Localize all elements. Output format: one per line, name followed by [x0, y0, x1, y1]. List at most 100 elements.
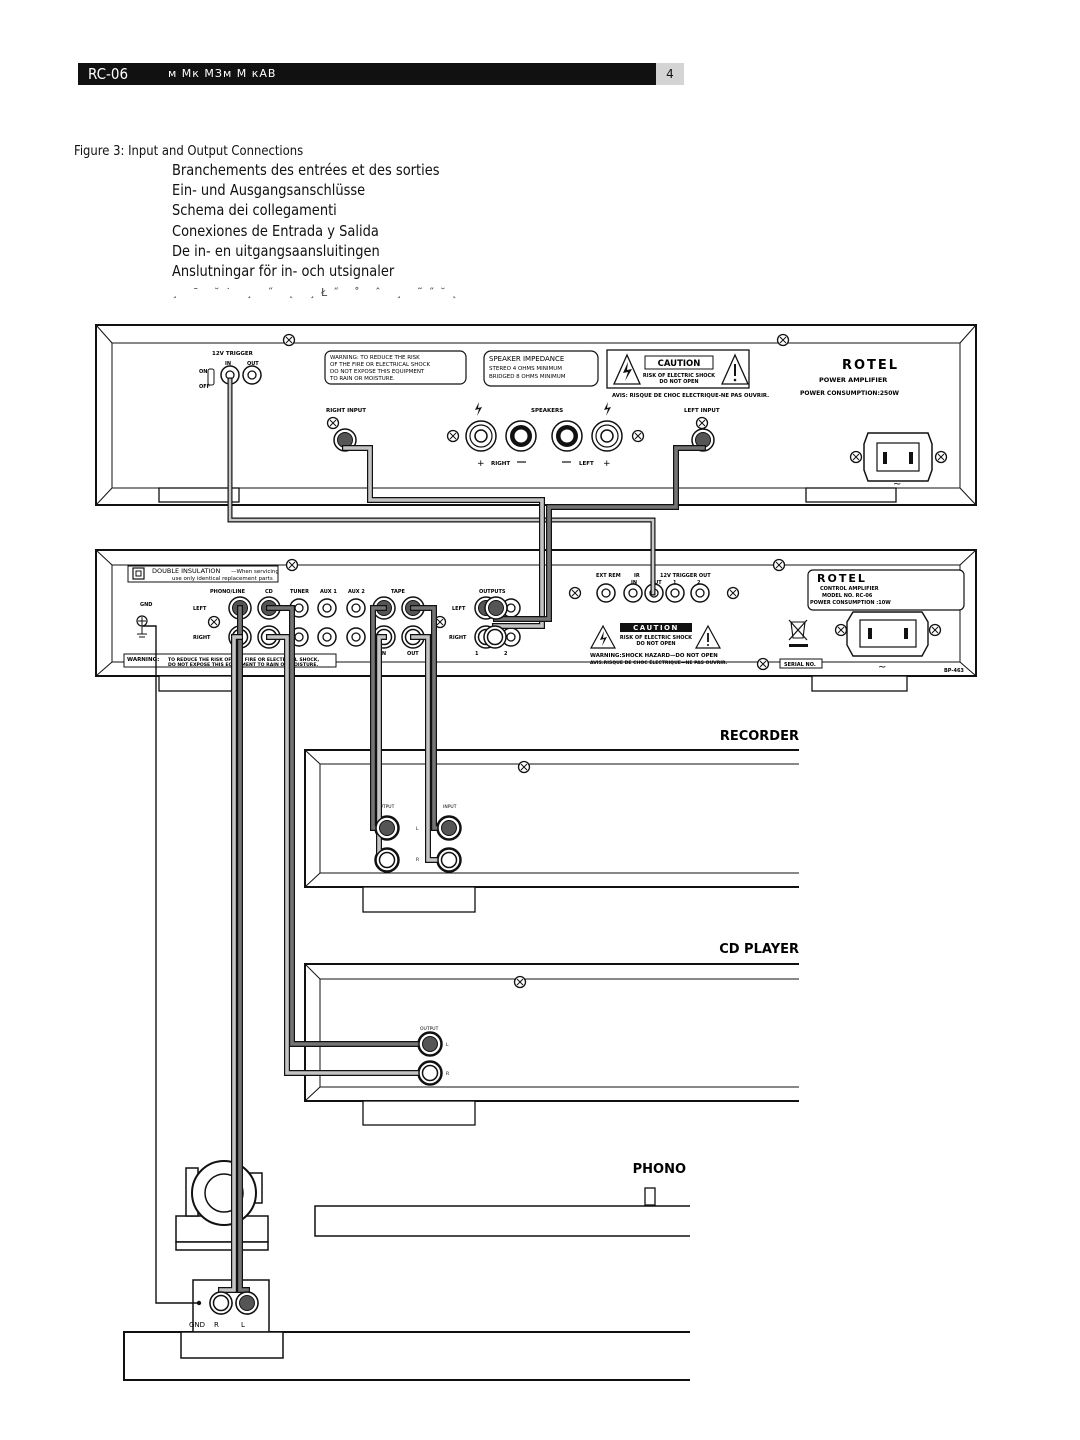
trigger-out-2-jack[interactable]: [690, 583, 710, 603]
screw-icon: [934, 450, 948, 464]
screw-icon: [849, 450, 863, 464]
phono-gnd-post[interactable]: [196, 1300, 202, 1306]
recorder-title: RECORDER: [720, 729, 799, 744]
servicing-note: —When servicing: [231, 569, 279, 575]
gnd-label: GND: [140, 602, 152, 608]
translation-de: Ein- und Ausgangsanschlüsse: [172, 181, 366, 200]
trigger-switch[interactable]: [207, 368, 215, 386]
cd-label: CD: [265, 589, 273, 595]
aux1-label: AUX 1: [320, 589, 337, 595]
output2-label: 2: [504, 651, 508, 657]
screw-icon: [695, 416, 709, 430]
ir-out-label: OUT: [650, 580, 662, 586]
caution-line: RISK OF ELECTRIC SHOCK: [620, 635, 693, 641]
outputs-right-label: RIGHT: [449, 635, 467, 641]
screw-icon: [928, 623, 942, 637]
power-consumption: POWER CONSUMPTION :10W: [810, 600, 891, 606]
lightning-icon: [475, 402, 482, 416]
impedance-line: STEREO 4 OHMS MINIMUM: [489, 366, 562, 372]
trigger-out-1-jack[interactable]: [665, 583, 685, 603]
warning-line: DO NOT EXPOSE THIS EQUIPMENT: [330, 369, 425, 375]
figure-caption: Figure 3: Input and Output Connections: [74, 143, 304, 159]
trigger-out-1-label: 1: [673, 580, 677, 586]
screw-icon: [834, 623, 848, 637]
speaker-terminal-right-plus[interactable]: [465, 420, 497, 452]
phono-gnd-label: GND: [189, 1321, 205, 1329]
recorder-r-label: R: [416, 857, 419, 863]
impedance-title: SPEAKER IMPEDANCE: [489, 355, 564, 363]
trigger-in-label: IN: [225, 361, 231, 367]
screw-icon: [631, 429, 645, 443]
product-name: POWER AMPLIFIER: [819, 376, 887, 384]
cd-right-cable: [267, 635, 432, 1075]
right-input-label: RIGHT INPUT: [326, 408, 366, 414]
rotel-logo: ROTEL: [817, 572, 867, 585]
ir-in-jack[interactable]: [623, 583, 643, 603]
warning-box: [324, 350, 467, 385]
aux2-right-jack[interactable]: [346, 627, 366, 647]
control-amplifier: DOUBLE INSULATION —When servicing use on…: [95, 549, 977, 692]
trigger-out-label: OUT: [247, 361, 259, 367]
trigger-label: 12V TRIGGER: [212, 351, 254, 357]
caution-title: CAUTION: [633, 624, 679, 632]
warning-text: DO NOT EXPOSE THIS EQUIPMENT TO RAIN OR …: [168, 662, 318, 668]
output1-label: 1: [475, 651, 479, 657]
shock-warning: WARNING:SHOCK HAZARD—DO NOT OPEN: [590, 653, 718, 659]
ext-rem-jack[interactable]: [596, 583, 616, 603]
caution-line: DO NOT OPEN: [659, 379, 698, 385]
impedance-box: [483, 350, 599, 387]
model-code: BP-463: [944, 668, 964, 674]
trigger-out-label: 12V TRIGGER OUT: [660, 573, 711, 579]
tape-label: TAPE: [391, 589, 406, 595]
right-label: RIGHT: [491, 461, 510, 467]
speaker-terminal-right-minus[interactable]: [505, 420, 537, 452]
screw-icon: [446, 429, 460, 443]
tuner-label: TUNER: [290, 589, 309, 595]
ac-symbol: ~: [878, 662, 886, 673]
screw-icon: [776, 333, 790, 347]
warning-text: TO REDUCE THE RISK OF THE FIRE OR ELECTR…: [168, 657, 319, 663]
turntable-unit: GND R L: [123, 1160, 690, 1381]
aux1-left-jack[interactable]: [317, 598, 337, 618]
product-name: CONTROL AMPLIFIER: [820, 586, 879, 592]
warning-word: WARNING:: [127, 657, 159, 663]
rotel-logo: ROTEL: [842, 358, 899, 373]
translation-sv: Anslutningar för in- och utsignaler: [172, 262, 395, 281]
figure-garbled-line: ¸ ˉ ˘˙ ¸ ˝ ˛ ¸Ł˝ ˚ ˆ ¸ ˜˝˘˛: [172, 286, 464, 299]
recorder-output-label: OUTPUT: [376, 804, 395, 810]
screw-icon: [207, 615, 221, 629]
weee-bin-icon: [788, 619, 808, 647]
aux2-label: AUX 2: [348, 589, 365, 595]
translation-es: Conexiones de Entrada y Salida: [172, 221, 379, 240]
translation-it: Schema dei collegamenti: [172, 201, 337, 220]
avis-text: AVIS: RISQUE DE CHOC ELECTRIQUE-NE PAS O…: [612, 393, 769, 399]
caution-line: DO NOT OPEN: [636, 641, 675, 647]
header-model: RC-06: [88, 65, 129, 83]
tape-out-label: OUT: [407, 651, 419, 657]
recorder-l-label: L: [416, 826, 419, 832]
translation-fr: Branchements des entrées et des sorties: [172, 161, 440, 179]
speaker-terminal-left-minus[interactable]: [551, 420, 583, 452]
recorder-input-label: INPUT: [443, 804, 457, 810]
warning-line: TO RAIN OR MOISTURE.: [329, 376, 395, 382]
right-row-label: RIGHT: [193, 635, 211, 641]
outputs-label: OUTPUTS: [479, 589, 506, 595]
servicing-note: use only identical replacement parts: [172, 576, 273, 582]
model-number: MODEL NO. RC-06: [822, 593, 873, 599]
ir-in-label: IN: [631, 580, 637, 586]
caution-title: CAUTION: [658, 359, 701, 369]
screw-icon: [326, 416, 340, 430]
speaker-terminal-left-plus[interactable]: [591, 420, 623, 452]
screw-icon: [726, 586, 740, 600]
aux2-left-jack[interactable]: [346, 598, 366, 618]
phono-r-label: R: [214, 1321, 219, 1329]
avis-text: AVIS:RISQUE DE CHOC ÉLECTRIQUE—NE PAS OU…: [590, 658, 728, 666]
header-title: м Мк МЗм М кАВ: [168, 67, 277, 80]
aux1-right-jack[interactable]: [317, 627, 337, 647]
trigger-out-jack[interactable]: [242, 365, 262, 385]
lightning-icon: [604, 402, 611, 416]
phono-title: PHONO: [633, 1162, 686, 1177]
cd-r-label: R: [446, 1071, 449, 1077]
cd-player-unit: OUTPUT L R: [304, 963, 799, 1126]
ext-rem-label: EXT REM: [596, 573, 621, 579]
